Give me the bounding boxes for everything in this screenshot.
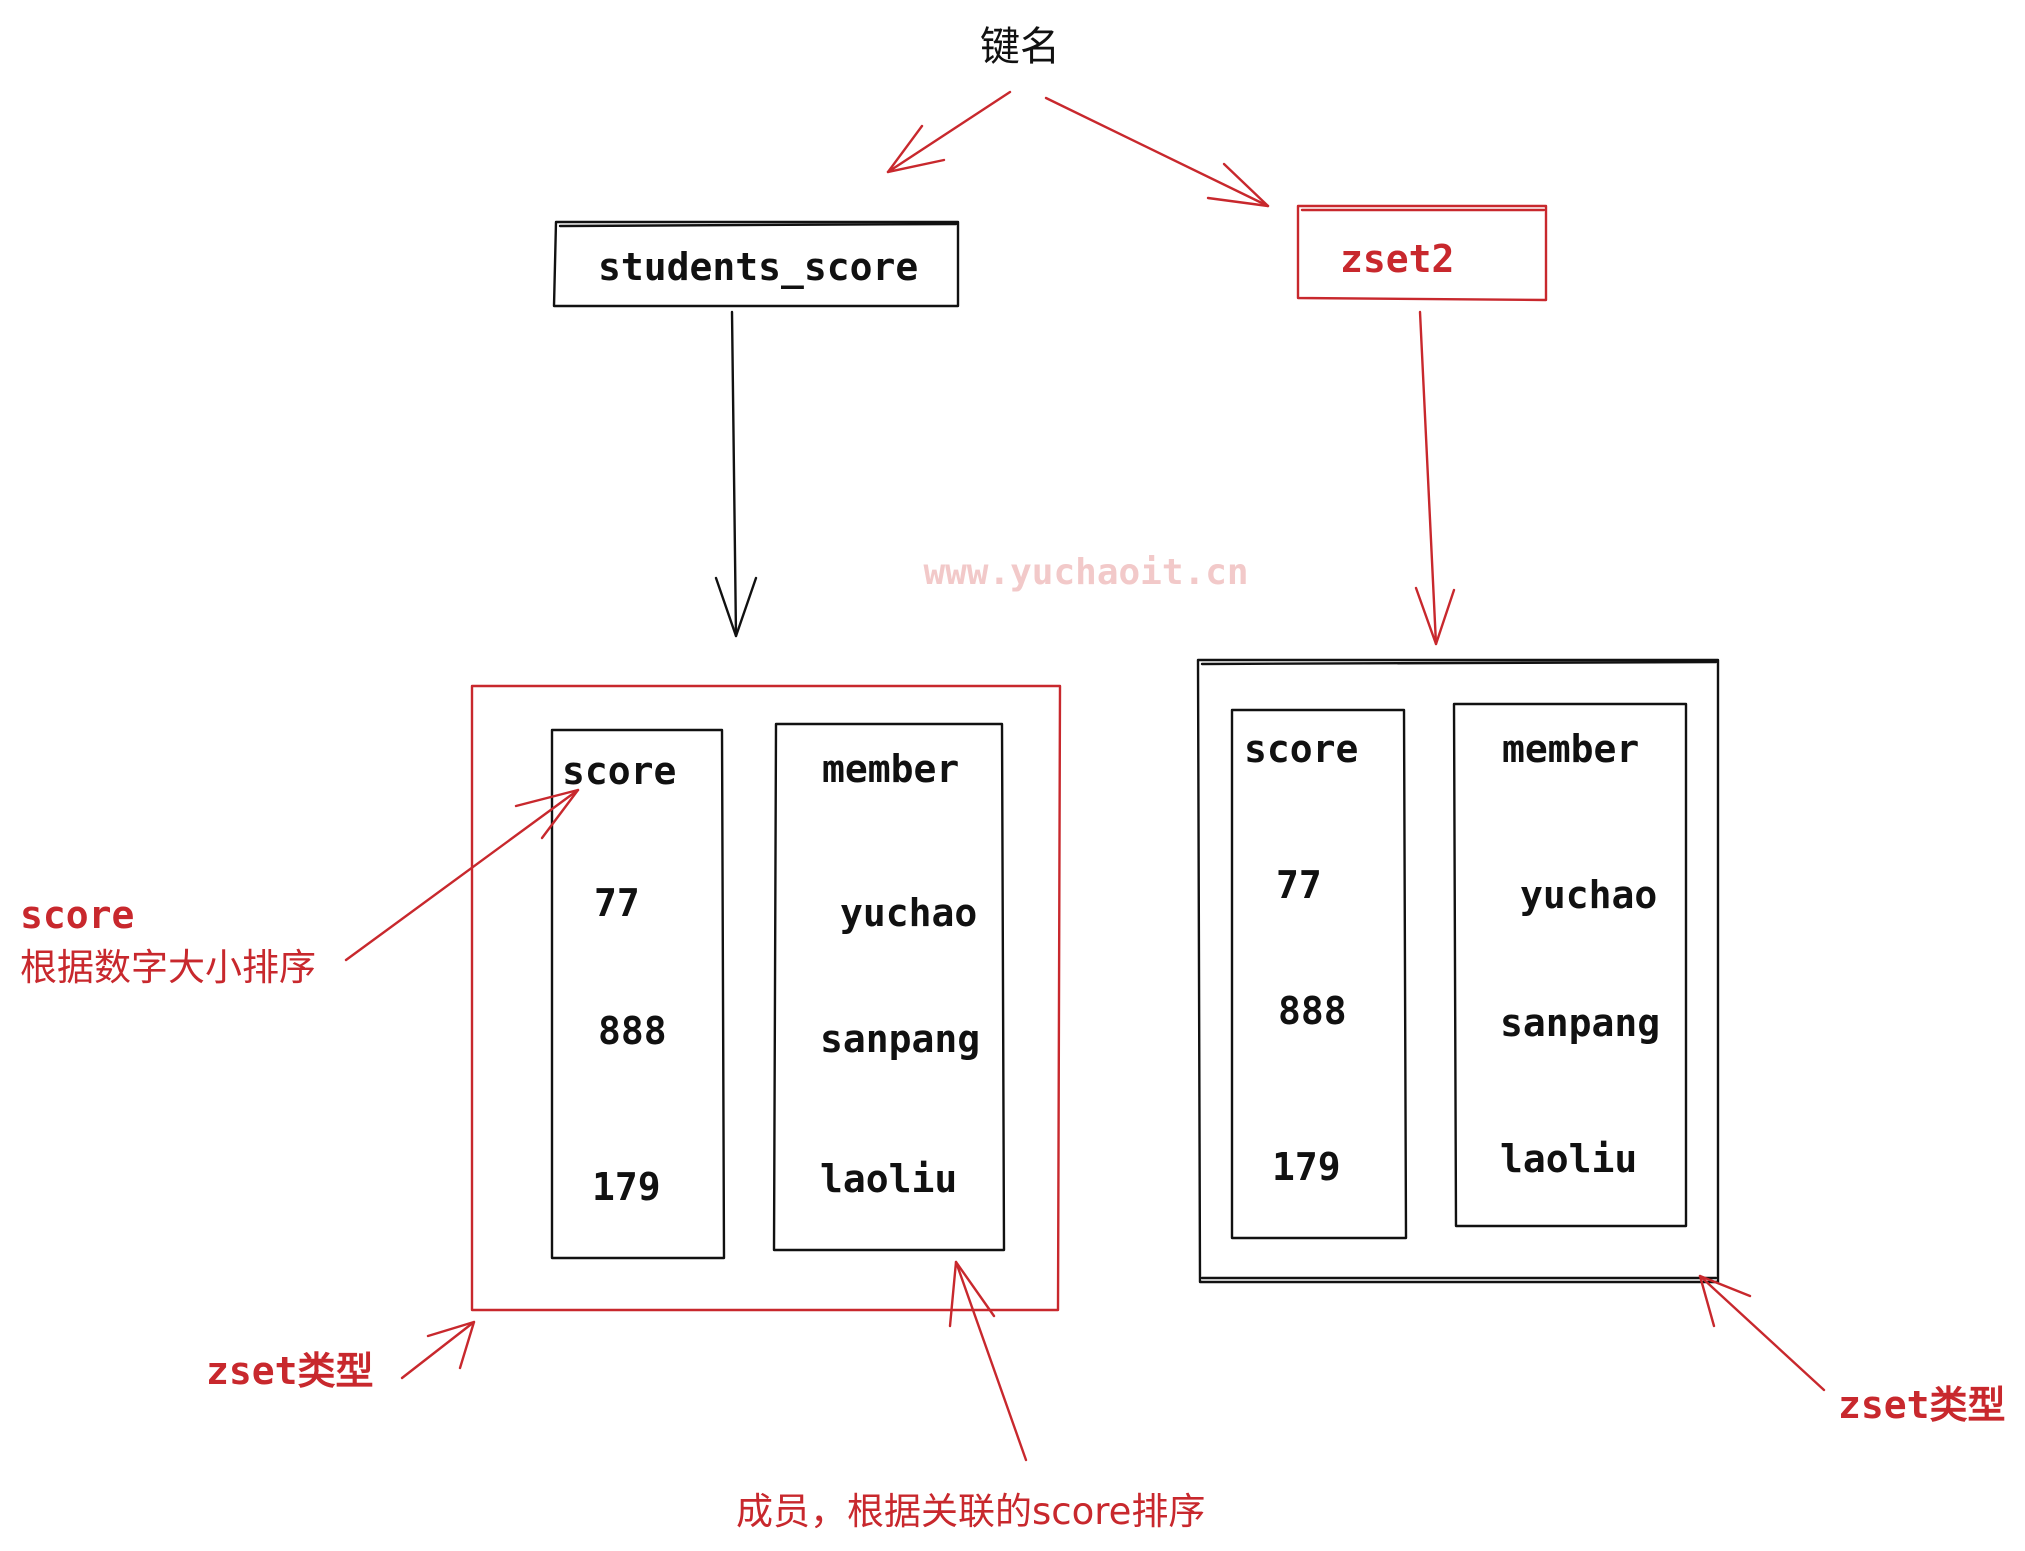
- left-member-column: [772, 722, 1006, 1252]
- zset-type-label-left: zset类型: [206, 1349, 374, 1393]
- right-score-column: [1230, 708, 1408, 1240]
- key-label-zset2: zset2: [1340, 237, 1454, 281]
- right-score-header: score: [1244, 727, 1358, 771]
- member-annotation: 成员，根据关联的score排序: [736, 1490, 1205, 1533]
- right-member-header: member: [1502, 727, 1639, 771]
- right-member-column: [1452, 702, 1688, 1228]
- key-label-students-score: students_score: [598, 245, 918, 289]
- watermark: www.yuchaoit.cn: [923, 552, 1248, 593]
- right-member-value: sanpang: [1500, 1001, 1660, 1045]
- arrow-left-key-to-zset: [714, 310, 758, 638]
- left-member-value: sanpang: [820, 1017, 980, 1061]
- left-zset-container: [470, 684, 1062, 1312]
- key-name-title: 键名: [980, 24, 1060, 70]
- arrow-zset-type-right: [1698, 1274, 1826, 1392]
- left-score-value: 179: [592, 1165, 661, 1209]
- left-member-value: yuchao: [840, 891, 977, 935]
- right-member-value: laoliu: [1500, 1137, 1637, 1181]
- key-box-zset2: [1296, 204, 1548, 302]
- left-score-value: 888: [598, 1009, 667, 1053]
- arrow-title-to-left-key: [886, 90, 1012, 174]
- arrow-right-key-to-zset: [1414, 310, 1456, 646]
- score-annotation-label: score: [20, 893, 134, 937]
- key-box-students-score: [552, 220, 960, 308]
- right-score-value: 888: [1278, 989, 1347, 1033]
- arrow-score-annotation: [344, 788, 580, 962]
- arrow-title-to-right-key: [1044, 96, 1270, 208]
- zset-type-label-right: zset类型: [1838, 1383, 2006, 1427]
- left-member-value: laoliu: [820, 1157, 957, 1201]
- left-member-header: member: [822, 747, 959, 791]
- right-member-value: yuchao: [1520, 873, 1657, 917]
- arrow-zset-type-left: [400, 1320, 476, 1380]
- left-score-column: [550, 728, 726, 1260]
- right-score-value: 77: [1276, 863, 1322, 907]
- arrow-member-annotation: [948, 1260, 1028, 1462]
- score-annotation-desc: 根据数字大小排序: [20, 946, 316, 989]
- left-score-header: score: [562, 749, 676, 793]
- right-score-value: 179: [1272, 1145, 1341, 1189]
- left-score-value: 77: [594, 881, 640, 925]
